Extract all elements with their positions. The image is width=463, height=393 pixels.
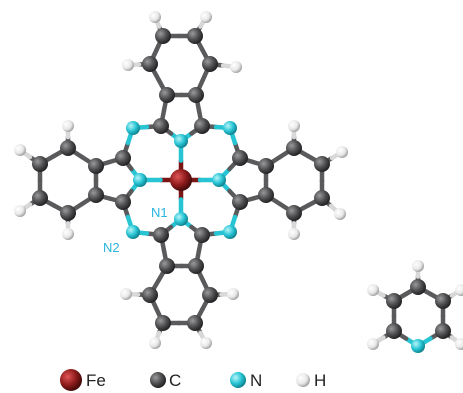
legend-label-h: H bbox=[314, 371, 326, 390]
carbon-atom bbox=[232, 150, 248, 166]
hydrogen-atom bbox=[288, 228, 300, 240]
nitrogen-atom bbox=[223, 121, 237, 135]
nitrogen-atom bbox=[126, 121, 140, 135]
hydrogen-atom-icon bbox=[296, 373, 310, 387]
hydrogen-atom bbox=[412, 260, 424, 272]
carbon-atom bbox=[60, 140, 76, 156]
legend-item-h: H bbox=[296, 371, 326, 390]
carbon-atom bbox=[115, 194, 131, 210]
carbon-atom bbox=[286, 140, 302, 156]
nitrogen-atom bbox=[174, 134, 188, 148]
carbon-atom bbox=[258, 187, 274, 203]
carbon-atom bbox=[188, 87, 204, 103]
carbon-atom bbox=[410, 279, 426, 295]
hydrogen-atom bbox=[288, 120, 300, 132]
carbon-atom bbox=[153, 118, 169, 134]
carbon-atom bbox=[194, 118, 210, 134]
hydrogen-atom bbox=[200, 11, 212, 23]
carbon-atom bbox=[286, 205, 302, 221]
hydrogen-atom bbox=[230, 61, 242, 73]
hydrogen-atom bbox=[367, 338, 379, 350]
n2-label: N2 bbox=[103, 240, 120, 255]
carbon-atom bbox=[314, 190, 330, 206]
nitrogen-atom bbox=[133, 173, 147, 187]
nitrogen-atom bbox=[126, 225, 140, 239]
hydrogen-atom bbox=[336, 146, 348, 158]
carbon-atom bbox=[194, 227, 210, 243]
carbon-atom bbox=[435, 293, 451, 309]
hydrogen-atom bbox=[62, 120, 74, 132]
hydrogen-atom bbox=[149, 337, 161, 349]
carbon-atom bbox=[202, 287, 218, 303]
carbon-atom bbox=[32, 190, 48, 206]
carbon-atom bbox=[32, 156, 48, 172]
carbon-atom bbox=[187, 28, 203, 44]
atom-layer bbox=[14, 11, 463, 353]
hydrogen-atom bbox=[334, 208, 346, 220]
hydrogen-atom bbox=[455, 338, 463, 350]
nitrogen-atom bbox=[411, 339, 425, 353]
hydrogen-atom bbox=[227, 288, 239, 300]
carbon-atom bbox=[386, 293, 402, 309]
legend-item-fe: Fe bbox=[60, 369, 106, 391]
n1-label: N1 bbox=[151, 205, 168, 220]
carbon-atom bbox=[187, 315, 203, 331]
legend-label-fe: Fe bbox=[86, 371, 106, 390]
carbon-atom bbox=[115, 150, 131, 166]
carbon-atom bbox=[88, 158, 104, 174]
carbon-atom-icon bbox=[150, 372, 166, 388]
nitrogen-atom bbox=[174, 212, 188, 226]
carbon-atom bbox=[159, 258, 175, 274]
hydrogen-atom bbox=[367, 284, 379, 296]
iron-atom bbox=[170, 169, 192, 191]
hydrogen-atom bbox=[120, 288, 132, 300]
carbon-atom bbox=[159, 87, 175, 103]
carbon-atom bbox=[142, 56, 158, 72]
carbon-atom bbox=[435, 323, 451, 339]
carbon-atom bbox=[155, 28, 171, 44]
hydrogen-atom bbox=[14, 144, 26, 156]
carbon-atom bbox=[386, 323, 402, 339]
carbon-atom bbox=[155, 315, 171, 331]
carbon-atom bbox=[88, 187, 104, 203]
legend-item-c: C bbox=[150, 371, 181, 390]
legend-item-n: N bbox=[230, 371, 262, 390]
iron-atom-icon bbox=[60, 369, 82, 391]
nitrogen-atom bbox=[223, 225, 237, 239]
carbon-atom bbox=[232, 194, 248, 210]
legend-label-n: N bbox=[250, 371, 262, 390]
nitrogen-atom bbox=[212, 173, 226, 187]
legend: Fe C N H bbox=[60, 369, 326, 391]
hydrogen-atom bbox=[14, 205, 26, 217]
nitrogen-atom-icon bbox=[230, 372, 246, 388]
legend-label-c: C bbox=[169, 371, 181, 390]
hydrogen-atom bbox=[62, 228, 74, 240]
carbon-atom bbox=[202, 56, 218, 72]
hydrogen-atom bbox=[122, 59, 134, 71]
hydrogen-atom bbox=[455, 284, 463, 296]
hydrogen-atom bbox=[200, 337, 212, 349]
carbon-atom bbox=[60, 205, 76, 221]
carbon-atom bbox=[188, 258, 204, 274]
carbon-atom bbox=[258, 158, 274, 174]
carbon-atom bbox=[142, 287, 158, 303]
carbon-atom bbox=[314, 156, 330, 172]
carbon-atom bbox=[153, 227, 169, 243]
hydrogen-atom bbox=[149, 11, 161, 23]
